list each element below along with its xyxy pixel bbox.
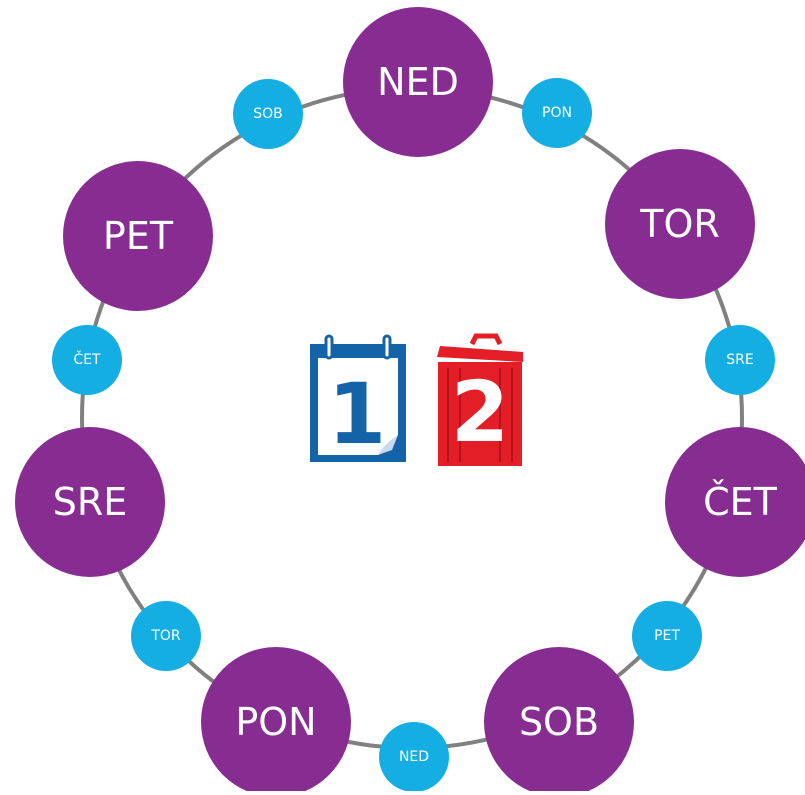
small-day-node-label: SOB: [253, 106, 283, 122]
small-day-node: TOR: [131, 601, 201, 671]
big-day-node-circle: [63, 161, 213, 311]
small-day-node: SRE: [705, 325, 775, 395]
big-day-node-label: SOB: [519, 700, 599, 744]
small-day-node-circle: [131, 601, 201, 671]
big-day-node-label: PON: [235, 700, 316, 744]
big-day-node-circle: [665, 427, 805, 577]
big-day-node: PET: [63, 161, 213, 311]
trash-bin-icon: 2: [437, 333, 523, 466]
small-nodes: PON SRE PET NED TOR ČET SOB: [52, 78, 775, 792]
small-day-node: NED: [379, 722, 449, 792]
big-day-node-circle: [15, 427, 165, 577]
small-day-node-label: SRE: [726, 352, 753, 368]
big-day-node-circle: [605, 149, 755, 299]
small-day-node-circle: [52, 325, 122, 395]
big-day-node: PON: [201, 647, 351, 795]
small-day-node: PET: [632, 601, 702, 671]
calendar-number: 1: [328, 365, 386, 463]
small-day-node-circle: [233, 79, 303, 149]
small-day-node-label: PET: [654, 628, 680, 644]
big-day-node: ČET: [665, 427, 805, 577]
big-day-node-circle: [343, 7, 493, 157]
small-day-node-circle: [705, 325, 775, 395]
small-day-node-circle: [379, 722, 449, 792]
big-day-node: TOR: [605, 149, 755, 299]
big-day-node: SOB: [484, 647, 634, 795]
small-day-node-circle: [522, 78, 592, 148]
big-nodes: NED TOR ČET SOB PON SRE PET: [15, 7, 805, 795]
small-day-node: SOB: [233, 79, 303, 149]
bin-number: 2: [451, 363, 509, 461]
small-day-node-circle: [632, 601, 702, 671]
big-day-node-label: ČET: [703, 480, 778, 524]
small-day-node: PON: [522, 78, 592, 148]
big-day-node-label: PET: [103, 214, 174, 258]
big-day-node-label: NED: [377, 60, 459, 104]
big-day-node-label: TOR: [639, 202, 720, 246]
calendar-icon: 1: [310, 334, 406, 463]
big-day-node: NED: [343, 7, 493, 157]
big-day-node-label: SRE: [53, 480, 128, 524]
small-day-node: ČET: [52, 325, 122, 395]
small-day-node-label: TOR: [150, 628, 181, 644]
small-day-node-label: NED: [399, 749, 429, 765]
big-day-node-circle: [484, 647, 634, 795]
small-day-node-label: ČET: [73, 350, 101, 368]
big-day-node: SRE: [15, 427, 165, 577]
big-day-node-circle: [201, 647, 351, 795]
small-day-node-label: PON: [542, 105, 572, 121]
